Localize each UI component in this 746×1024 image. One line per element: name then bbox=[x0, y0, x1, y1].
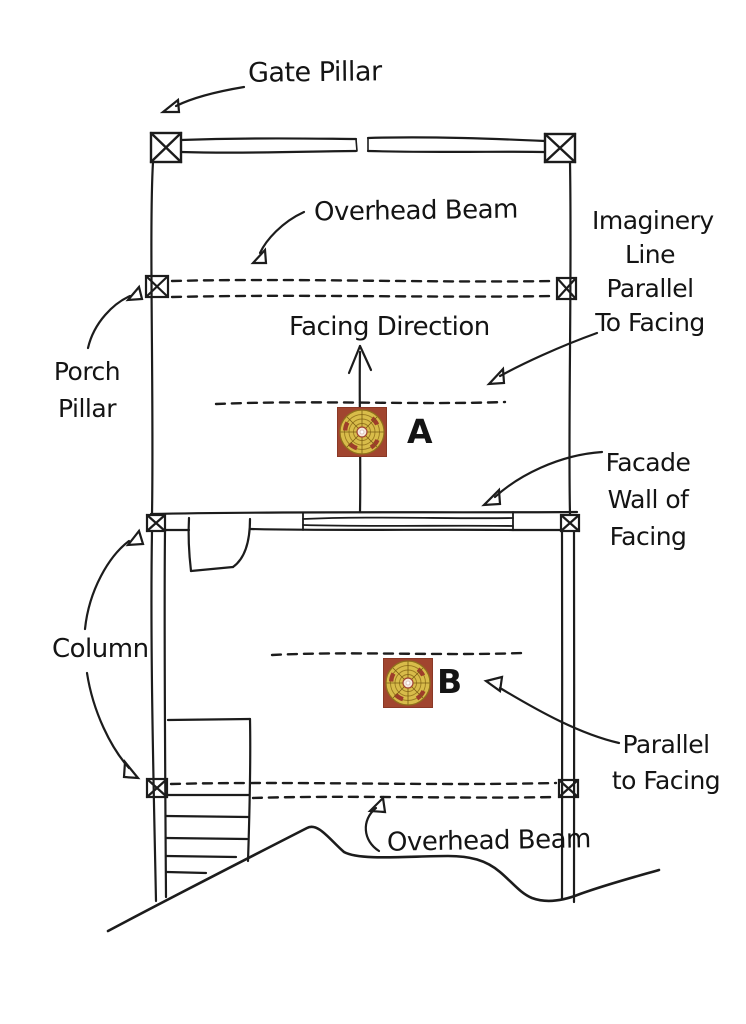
column-right-symbol bbox=[557, 778, 580, 799]
imaginary-line-label-line3: Parallel bbox=[606, 274, 694, 303]
facade-wall-label: Facade Wall of Facing bbox=[593, 444, 703, 555]
imaginary-line-arrow bbox=[486, 331, 599, 386]
parallel-to-facing-label-line2: to Facing bbox=[611, 766, 721, 795]
column-left-symbol bbox=[145, 777, 169, 799]
ground-break-line bbox=[106, 825, 661, 933]
overhead-beam-lower-dashed bbox=[169, 781, 558, 800]
left-wall-lower bbox=[150, 529, 168, 903]
column-lower-arrow bbox=[85, 671, 141, 780]
imaginary-line-dashed bbox=[214, 400, 507, 406]
column-label: Column bbox=[52, 634, 149, 664]
facade-wall-label-line1: Facade bbox=[605, 448, 691, 477]
porch-pillar-left-symbol bbox=[144, 274, 170, 299]
compass-a-label: A bbox=[407, 412, 433, 451]
porch-pillar-right-symbol bbox=[555, 276, 578, 301]
porch-pillar-arrow bbox=[86, 284, 144, 350]
overhead-beam-top-label: Overhead Beam bbox=[313, 194, 519, 228]
porch-pillar-label-line2: Pillar bbox=[58, 394, 116, 423]
right-wall-upper bbox=[568, 160, 572, 516]
top-wall bbox=[179, 136, 547, 154]
compass-b-label: B bbox=[437, 662, 463, 701]
imaginary-line-label: Imaginery Line Parallel To Facing bbox=[592, 204, 714, 340]
gate-pillar-left-symbol bbox=[149, 131, 183, 164]
overhead-beam-bottom-label: Overhead Beam bbox=[386, 824, 592, 858]
facade-wall bbox=[145, 510, 581, 573]
facade-wall-arrow bbox=[481, 450, 604, 507]
imaginary-line-label-line4: To Facing bbox=[595, 308, 705, 337]
overhead-beam-upper-dashed bbox=[170, 278, 557, 299]
porch-pillar-label-line1: Porch bbox=[53, 357, 121, 386]
left-wall-upper bbox=[150, 160, 155, 516]
porch-pillar-label: Porch Pillar bbox=[52, 353, 122, 427]
facade-wall-label-line3: Facing bbox=[609, 522, 687, 551]
column-upper-arrow bbox=[83, 528, 145, 631]
imaginary-line-label-line2: Line bbox=[624, 240, 676, 269]
staircase bbox=[164, 717, 252, 875]
facade-pillar-right-symbol bbox=[559, 513, 581, 533]
gate-pillar-arrow bbox=[159, 85, 246, 114]
luopan-compass-a-icon bbox=[337, 407, 387, 457]
parallel-to-facing-label-line1: Parallel bbox=[622, 730, 710, 759]
parallel-line-dashed bbox=[270, 651, 525, 657]
facade-wall-label-line2: Wall of bbox=[607, 485, 689, 514]
imaginary-line-label-line1: Imaginery bbox=[592, 206, 714, 235]
parallel-to-facing-label: Parallel to Facing bbox=[608, 727, 724, 799]
overhead-beam-bottom-arrow bbox=[364, 795, 387, 853]
gate-pillar-right-symbol bbox=[543, 132, 577, 164]
overhead-beam-top-arrow bbox=[250, 210, 306, 265]
gate-pillar-label: Gate Pillar bbox=[247, 56, 382, 89]
facade-window-band bbox=[302, 511, 514, 531]
door-swing bbox=[187, 516, 252, 573]
facing-direction-label: Facing Direction bbox=[289, 312, 490, 342]
luopan-compass-b-icon bbox=[383, 658, 433, 708]
facade-pillar-left-symbol bbox=[145, 513, 167, 533]
parallel-to-facing-arrow bbox=[483, 675, 621, 745]
